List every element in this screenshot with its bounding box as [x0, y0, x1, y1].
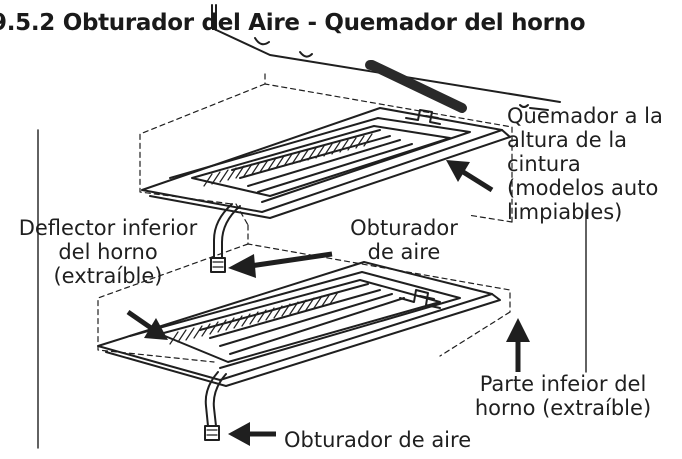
label-upper-burner: Quemador a la altura de la cintura (mode… — [507, 104, 663, 224]
page-title: 9.5.2 Obturador del Aire - Quemador del … — [0, 10, 586, 36]
arrow-lower-shutter — [228, 422, 276, 446]
label-deflector: Deflector inferior del horno (extraíble) — [18, 216, 198, 288]
arrow-deflector — [126, 309, 168, 340]
upper-burner-ports — [203, 133, 373, 187]
lower-burner-ports — [169, 291, 339, 345]
oven-cavity — [211, 4, 561, 113]
lower-burner — [97, 261, 501, 387]
arrow-upper-burner — [446, 160, 494, 193]
upper-venturi-tube — [210, 203, 241, 273]
label-lower-shutter: Obturador de aire — [284, 428, 472, 452]
arrow-upper-shutter — [228, 251, 333, 278]
upper-burner — [141, 107, 511, 219]
label-lower-part: Parte infeior del horno (extraíble) — [474, 372, 652, 420]
arrow-lower-part — [506, 318, 530, 372]
label-upper-shutter: Obturador de aire — [350, 216, 458, 264]
lower-venturi-tube — [204, 371, 227, 441]
